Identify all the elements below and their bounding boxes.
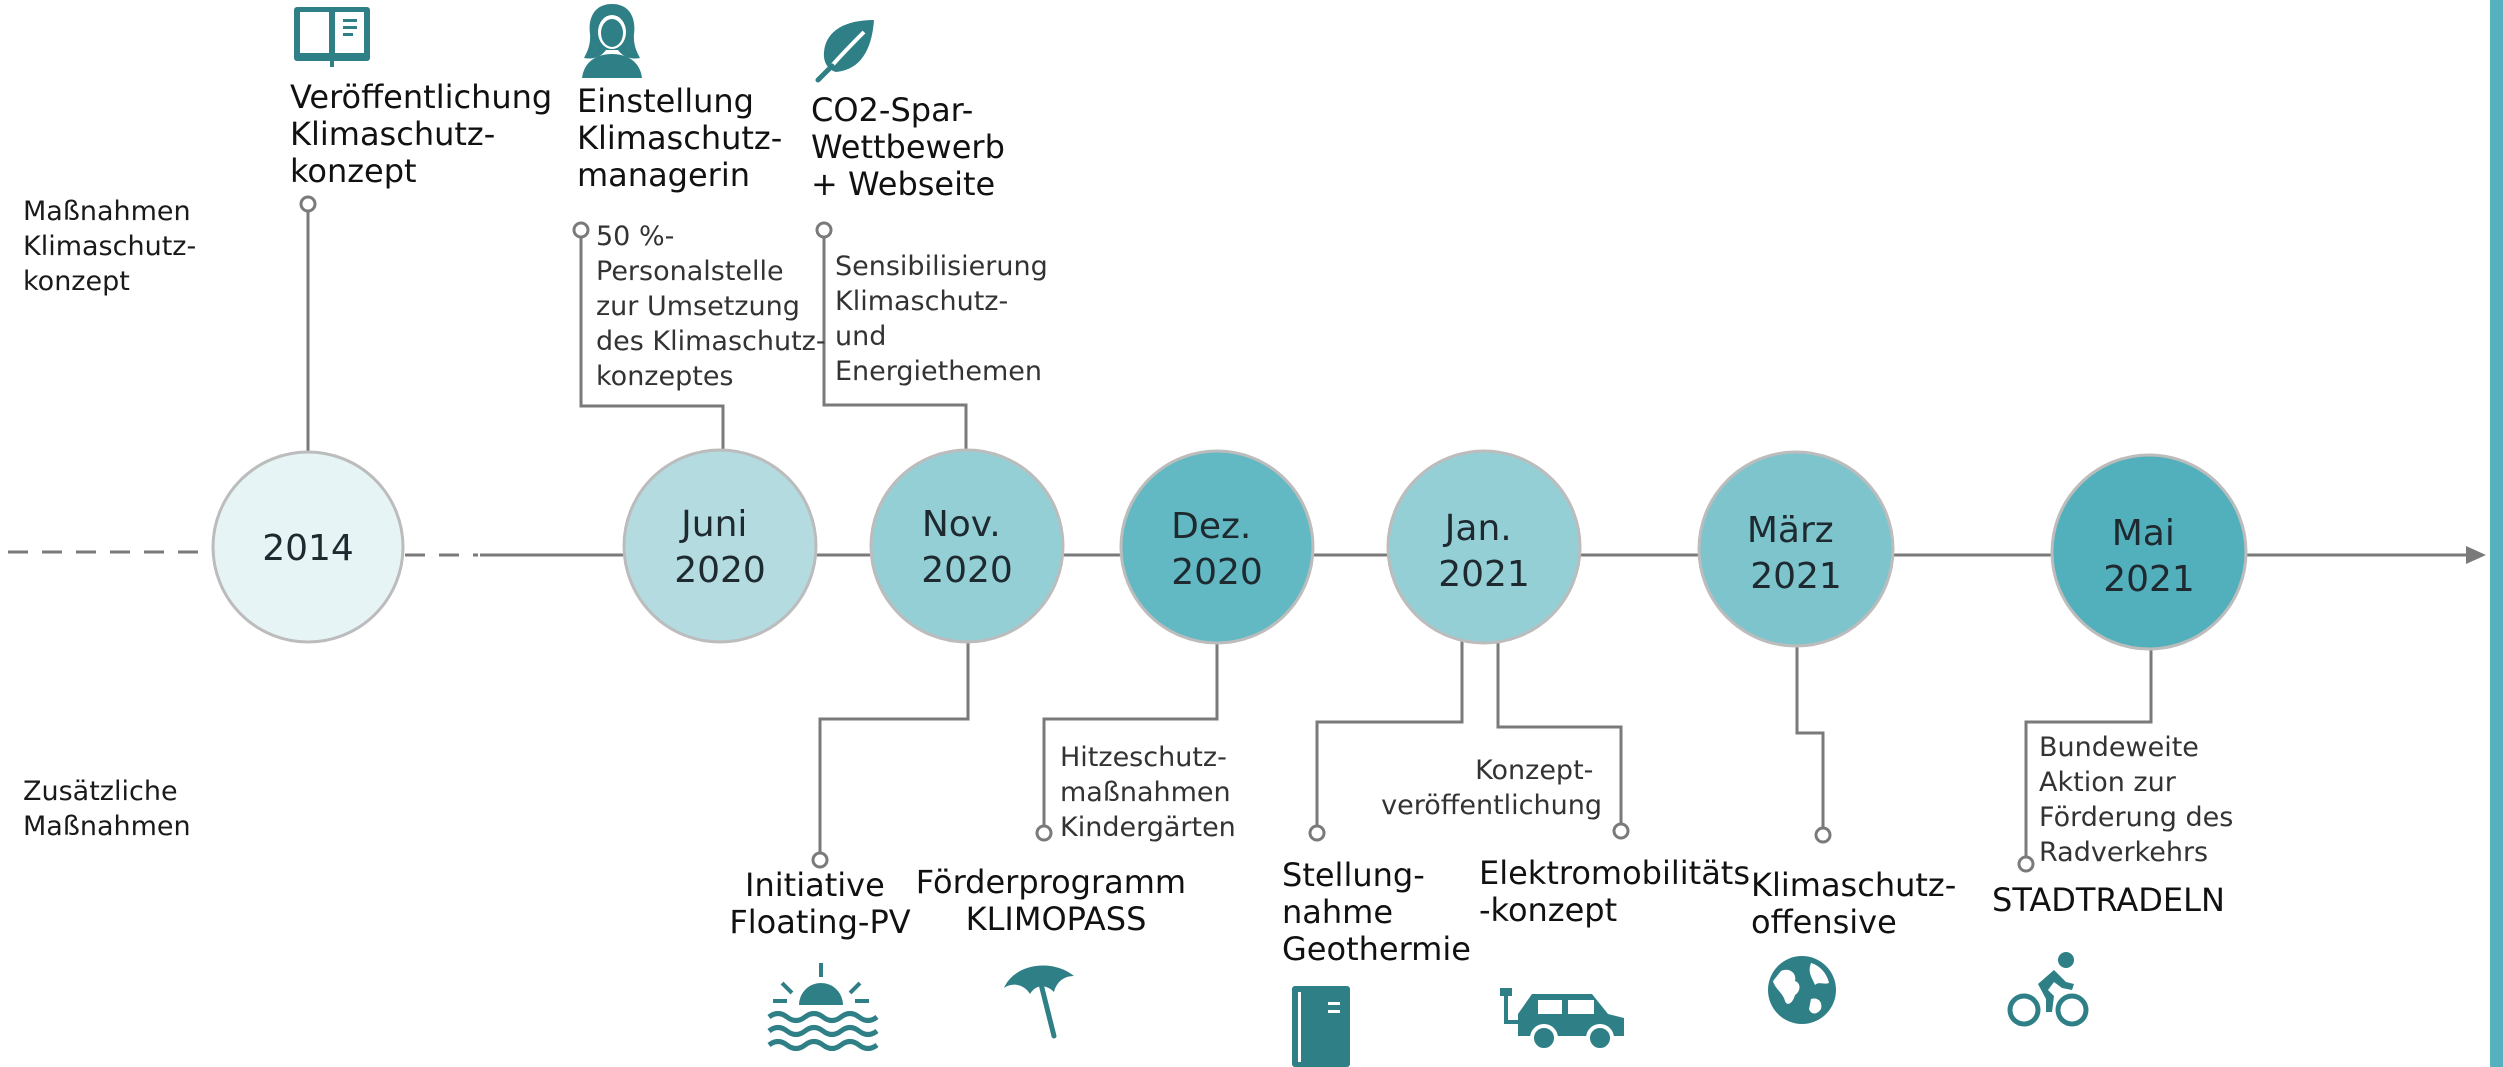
event-elektromobilitaet: Konzept- veröffentlichung Elektromobilit… xyxy=(1381,755,1760,1052)
node-date: Jan. 2021 xyxy=(1438,508,1530,595)
node-jan-2021: Jan. 2021 xyxy=(1386,449,1582,645)
node-nov-2020: Nov. 2020 xyxy=(869,448,1065,644)
event-title: Elektromobilitäts -konzept xyxy=(1479,854,1760,929)
node-circle xyxy=(622,448,818,644)
node-circle xyxy=(1119,449,1315,645)
event-title: STADTRADELN xyxy=(1992,881,2225,919)
woman-avatar-icon xyxy=(582,4,642,78)
node-juni-2020: Juni 2020 xyxy=(622,448,818,644)
node-circle xyxy=(211,450,405,644)
connector-dot xyxy=(299,195,317,213)
row-label-top: Maßnahmen Klimaschutz- konzept xyxy=(23,196,205,297)
node-maerz-2021: März 2021 xyxy=(1697,450,1895,648)
event-stadtradeln: Bundeweite Aktion zur Förderung des Radv… xyxy=(1992,732,2242,1027)
event-title: Einstellung Klimaschutz- managerin xyxy=(577,82,792,194)
event-description: Konzept- veröffentlichung xyxy=(1381,755,1602,821)
event-klimaschutzoffensive: Klimaschutz- offensive xyxy=(1751,866,1966,1024)
event-geothermie: Stellung- nahme Geothermie xyxy=(1282,856,1471,1067)
node-circle xyxy=(1386,449,1582,645)
electric-car-icon xyxy=(1500,988,1624,1052)
globe-icon xyxy=(1768,956,1836,1024)
connector-dot xyxy=(1035,824,1053,842)
node-date: Mai 2021 xyxy=(2103,513,2195,600)
event-title: Veröffentlichung Klimaschutz- konzept xyxy=(290,78,562,190)
event-title: CO2-Spar- Wettbewerb + Webseite xyxy=(811,91,1015,203)
row-label-bottom: Zusätzliche Maßnahmen xyxy=(23,776,191,842)
event-einstellung: Einstellung Klimaschutz- managerin 50 %-… xyxy=(577,4,834,392)
node-date: Dez. 2020 xyxy=(1171,506,1263,593)
event-title: Initiative Floating-PV xyxy=(729,866,910,941)
connector-dot xyxy=(1612,822,1630,840)
connector-dot xyxy=(1814,826,1832,844)
connectors xyxy=(299,195,2153,873)
event-floating-pv: Initiative Floating-PV xyxy=(729,866,911,1051)
connector-dot xyxy=(2017,855,2035,873)
event-title: Förderprogramm KLIMOPASS xyxy=(916,863,1197,938)
connector-dot xyxy=(572,221,590,239)
sun-water-icon xyxy=(767,963,879,1051)
event-veroeffentlichung: Veröffentlichung Klimaschutz- konzept xyxy=(290,7,562,190)
event-description: Hitzeschutz- maßnahmen Kindergärten xyxy=(1060,742,1239,843)
document-icon xyxy=(1292,986,1350,1067)
node-date: Nov. 2020 xyxy=(921,504,1013,591)
event-title: Stellung- nahme Geothermie xyxy=(1282,856,1471,968)
leaf-icon xyxy=(815,20,874,83)
connector-dot xyxy=(815,221,833,239)
timeline-arrowhead xyxy=(2466,546,2486,564)
node-circle xyxy=(2050,453,2248,651)
cyclist-icon xyxy=(2007,952,2089,1027)
node-date: 2014 xyxy=(262,528,354,569)
event-klimopass: Hitzeschutz- maßnahmen Kindergärten Förd… xyxy=(916,742,1239,1039)
node-2014: 2014 xyxy=(211,450,405,644)
node-date: März 2021 xyxy=(1747,510,1845,597)
node-date: Juni 2020 xyxy=(674,504,766,591)
connector-dot xyxy=(1308,824,1326,842)
event-description: Bundeweite Aktion zur Förderung des Radv… xyxy=(2039,732,2242,868)
umbrella-icon xyxy=(1004,965,1074,1039)
connector-dot xyxy=(811,851,829,869)
event-description: 50 %- Personalstelle zur Umsetzung des K… xyxy=(596,221,834,392)
right-accent-bar xyxy=(2490,0,2503,1067)
node-circle xyxy=(869,448,1065,644)
node-mai-2021: Mai 2021 xyxy=(2050,453,2248,651)
node-dez-2020: Dez. 2020 xyxy=(1119,449,1315,645)
event-title: Klimaschutz- offensive xyxy=(1751,866,1966,941)
event-description: Sensibilisierung Klimaschutz- und Energi… xyxy=(835,251,1056,387)
open-book-icon xyxy=(294,7,370,67)
event-co2-spar: CO2-Spar- Wettbewerb + Webseite Sensibil… xyxy=(811,20,1056,387)
node-circle xyxy=(1697,450,1895,648)
